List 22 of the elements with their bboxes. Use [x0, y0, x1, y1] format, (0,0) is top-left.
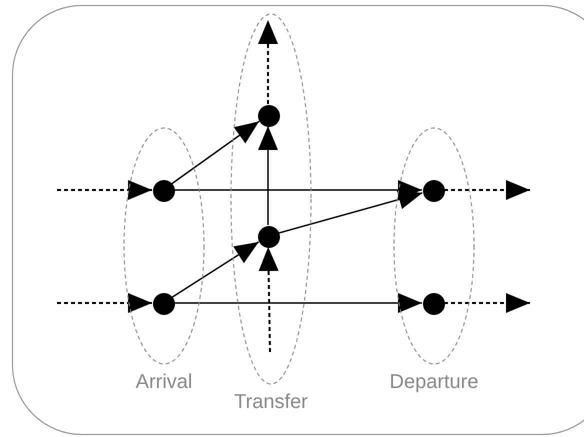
arrow	[172, 241, 260, 298]
group-label: Transfer	[233, 390, 309, 414]
arrow	[444, 293, 530, 313]
arrow	[258, 246, 279, 352]
stop-dot	[153, 180, 175, 202]
arrow	[278, 190, 423, 234]
stop-dot	[258, 226, 280, 248]
arrow	[57, 180, 152, 200]
arrow	[57, 293, 152, 313]
stop-dot	[258, 105, 280, 127]
arrow	[172, 120, 260, 184]
arrow	[258, 126, 278, 225]
arrow	[174, 293, 422, 313]
arrow	[444, 180, 530, 200]
group-label: Departure	[388, 370, 480, 394]
stop-dot	[153, 293, 175, 315]
group-label: Arrival	[134, 370, 194, 394]
stop-dot	[423, 293, 445, 315]
stop-dot	[423, 180, 445, 202]
arrow	[258, 20, 278, 104]
frame-background	[12, 5, 584, 435]
arrow	[174, 180, 422, 200]
